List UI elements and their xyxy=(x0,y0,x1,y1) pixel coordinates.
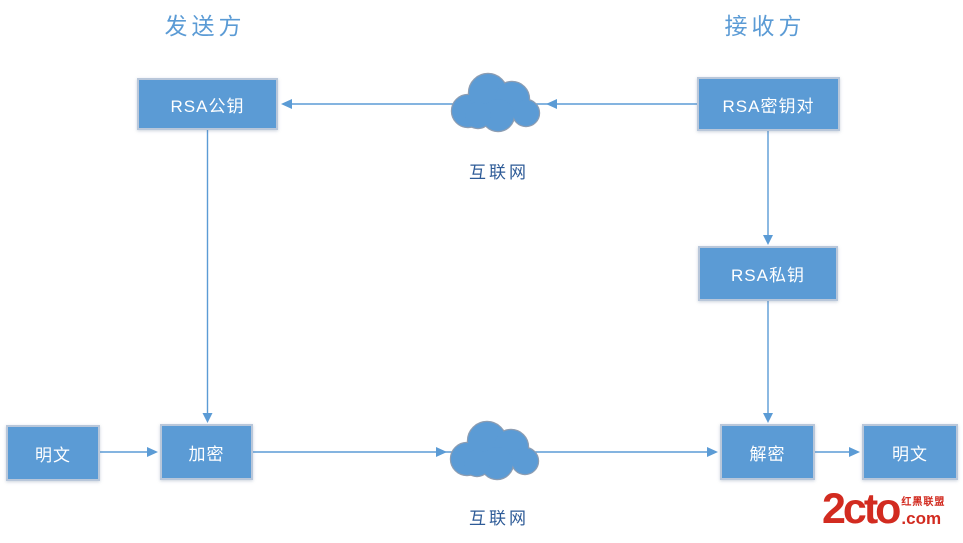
arrowhead-into-decrypt-top xyxy=(763,413,773,423)
logo-brand-text: 2cto xyxy=(822,485,901,533)
arrowhead-into-internet-top xyxy=(546,99,557,109)
node-plaintext-source: 明文 xyxy=(6,425,100,481)
sender-section-title: 发送方 xyxy=(164,13,246,39)
internet-cloud-top-icon xyxy=(450,72,541,133)
arrowhead-into-privatekey xyxy=(763,235,773,245)
arrowhead-into-publickey xyxy=(281,99,292,109)
arrowhead-into-decrypt-left xyxy=(707,447,718,457)
arrowhead-into-plaintext-result xyxy=(849,447,860,457)
arrowhead-into-encrypt-left xyxy=(147,447,158,457)
internet-cloud-bottom-icon xyxy=(449,420,540,481)
receiver-section-title: 接收方 xyxy=(724,13,806,39)
internet-label-top: 互联网 xyxy=(469,163,529,182)
node-rsa-private-key: RSA私钥 xyxy=(698,246,838,301)
logo-tagline-text: 红黑联盟 xyxy=(901,497,946,509)
node-rsa-key-pair: RSA密钥对 xyxy=(697,77,840,131)
node-plaintext-result: 明文 xyxy=(862,424,958,480)
arrowhead-into-encrypt-top xyxy=(202,413,213,423)
node-decrypt: 解密 xyxy=(720,424,815,480)
node-encrypt: 加密 xyxy=(160,424,253,480)
internet-label-bottom: 互联网 xyxy=(469,509,529,528)
logo-right-block: 红黑联盟 .com xyxy=(901,497,946,529)
node-rsa-public-key: RSA公钥 xyxy=(137,78,278,130)
2cto-logo: 2cto 红黑联盟 .com xyxy=(822,485,946,533)
arrowhead-into-internet-bottom xyxy=(436,447,447,457)
logo-tld-text: .com xyxy=(901,509,942,529)
